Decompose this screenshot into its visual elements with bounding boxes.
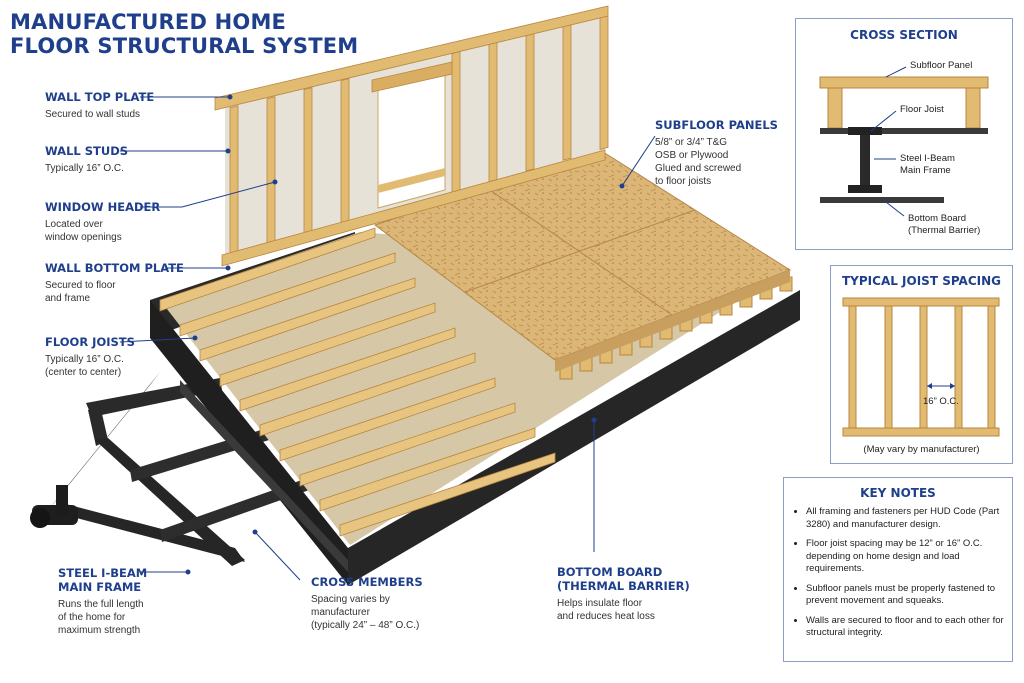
cross-section-title: CROSS SECTION	[850, 28, 958, 42]
callout-heading: WALL STUDS	[45, 144, 129, 158]
wall-stud	[599, 14, 609, 150]
floor-joist	[299, 402, 516, 487]
wall-framing	[214, 5, 609, 267]
title-line-1: MANUFACTURED HOME	[10, 10, 287, 34]
wall-studs	[229, 14, 609, 258]
cross-section-subfloor-label: Subfloor Panel	[910, 60, 973, 71]
cross-section-panel: CROSS SECTION Subfloor Panel Floor Joist…	[795, 18, 1013, 250]
trailer-hitch	[30, 372, 332, 566]
leader-lines	[119, 94, 656, 581]
floor-joist	[339, 452, 556, 537]
joist-spacing-panel: TYPICAL JOIST SPACING 16” O.C. (May vary…	[830, 265, 1013, 464]
cross-section-bottom-board-label: Bottom Board (Thermal Barrier)	[908, 213, 981, 236]
callout-steel-ibeam: STEEL I-BEAM MAIN FRAME Runs the full le…	[58, 566, 248, 637]
callout-heading: BOTTOM BOARD (THERMAL BARRIER)	[557, 565, 690, 593]
callout-heading: WINDOW HEADER	[45, 200, 161, 214]
key-note-item: Walls are secured to floor and to each o…	[806, 615, 1006, 640]
callout-desc: Runs the full length of the home for max…	[58, 599, 144, 636]
callout-floor-joists: FLOOR JOISTS Typically 16” O.C. (center …	[45, 335, 235, 379]
floor-joist	[279, 377, 496, 462]
callout-heading: SUBFLOOR PANELS	[655, 118, 778, 132]
floor-joist	[259, 352, 476, 437]
callout-heading: WALL BOTTOM PLATE	[45, 261, 184, 275]
key-notes-title: KEY NOTES	[860, 486, 936, 500]
callout-heading: FLOOR JOISTS	[45, 335, 135, 349]
callout-wall-studs: WALL STUDS Typically 16” O.C.	[45, 144, 235, 175]
title-line-2: FLOOR STRUCTURAL SYSTEM	[10, 34, 359, 58]
cross-section-drawing	[819, 66, 989, 217]
key-notes-panel: KEY NOTES All framing and fasteners per …	[783, 477, 1013, 662]
callout-heading: CROSS MEMBERS	[311, 575, 423, 589]
callout-window-header: WINDOW HEADER Located over window openin…	[45, 200, 235, 244]
wall-stud	[340, 78, 350, 225]
callout-wall-top-plate: WALL TOP PLATE Secured to wall studs	[45, 90, 235, 121]
key-notes-list: All framing and fasteners per HUD Code (…	[792, 506, 1006, 647]
callout-wall-bottom-plate: WALL BOTTOM PLATE Secured to floor and f…	[45, 261, 235, 305]
callout-heading: WALL TOP PLATE	[45, 90, 155, 104]
wall-stud	[525, 32, 535, 172]
wall-bottom-plate	[221, 149, 606, 267]
wall-stud	[451, 50, 461, 193]
key-note-item: Subfloor panels must be properly fastene…	[806, 583, 1006, 608]
joist-spacing-dimension: 16” O.C.	[923, 396, 959, 407]
wall-stud	[266, 96, 276, 247]
wall-stud	[488, 41, 498, 183]
callout-desc: 5/8” or 3/4” T&G OSB or Plywood Glued an…	[655, 137, 742, 187]
callout-bottom-board: BOTTOM BOARD (THERMAL BARRIER) Helps ins…	[557, 565, 747, 623]
floor-joist	[179, 252, 396, 337]
key-note-item: Floor joist spacing may be 12” or 16” O.…	[806, 538, 1006, 576]
joist-spacing-drawing	[842, 297, 1000, 437]
cross-section-ibeam-label: Steel I-Beam Main Frame	[900, 153, 955, 176]
wall-stud	[562, 23, 572, 161]
callout-subfloor-panels: SUBFLOOR PANELS 5/8” or 3/4” T&G OSB or …	[655, 118, 785, 188]
callout-desc: Typically 16” O.C.	[45, 163, 124, 174]
page-title: MANUFACTURED HOME FLOOR STRUCTURAL SYSTE…	[10, 10, 358, 58]
window-header	[371, 61, 453, 93]
callout-desc: Spacing varies by manufacturer (typicall…	[311, 594, 420, 631]
callout-cross-members: CROSS MEMBERS Spacing varies by manufact…	[311, 575, 501, 632]
cross-section-joist-label: Floor Joist	[900, 104, 944, 115]
callout-desc: Secured to floor and frame	[45, 280, 116, 304]
floor-joists	[159, 227, 793, 537]
callout-desc: Helps insulate floor and reduces heat lo…	[557, 598, 655, 622]
wall-stud	[303, 87, 313, 236]
callout-desc: Typically 16” O.C. (center to center)	[45, 354, 124, 378]
floor-joist	[159, 227, 376, 312]
joist-spacing-note: (May vary by manufacturer)	[863, 444, 980, 455]
joist-spacing-title: TYPICAL JOIST SPACING	[842, 274, 1001, 288]
callout-heading: STEEL I-BEAM MAIN FRAME	[58, 566, 148, 594]
floor-joist	[239, 327, 456, 412]
key-note-item: All framing and fasteners per HUD Code (…	[806, 506, 1006, 531]
callout-desc: Secured to wall studs	[45, 109, 141, 120]
floor-joist	[219, 302, 436, 387]
wall-top-plate	[214, 5, 609, 111]
floor-joist	[199, 277, 416, 362]
subfloor-panels	[373, 149, 792, 372]
floor-joist	[319, 427, 536, 512]
callout-desc: Located over window openings	[45, 219, 122, 243]
